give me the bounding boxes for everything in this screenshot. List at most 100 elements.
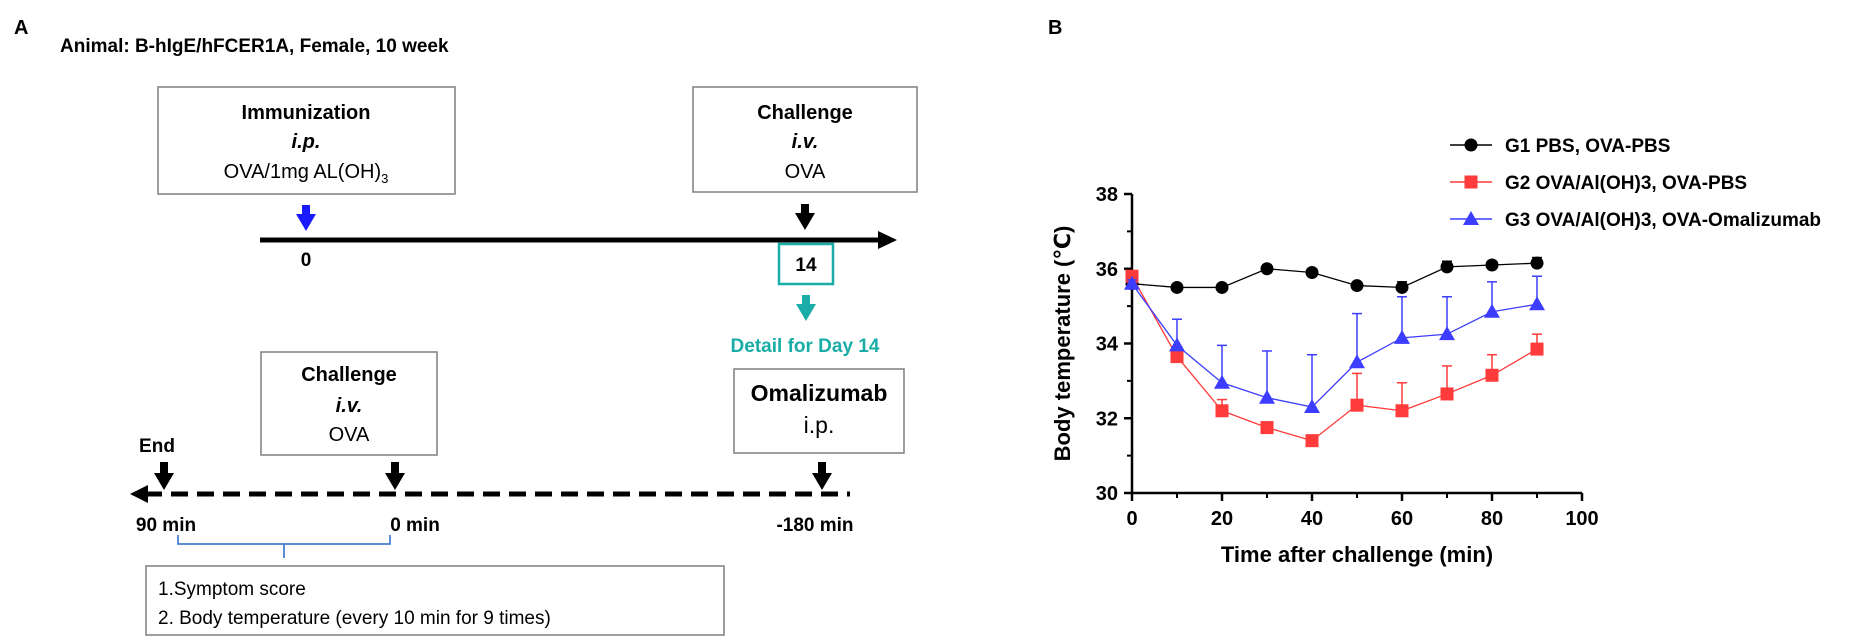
data-point xyxy=(1440,387,1454,401)
panel-b-label: B xyxy=(1048,17,1062,39)
data-point xyxy=(1350,398,1364,412)
series-1 xyxy=(1125,256,1544,294)
data-point xyxy=(1170,280,1184,294)
data-point xyxy=(1350,279,1364,293)
data-point xyxy=(1214,374,1230,389)
challenge-top-box xyxy=(692,86,918,193)
x-ticks: 0 20 40 60 80 100 xyxy=(1126,493,1599,530)
data-point xyxy=(1484,303,1500,318)
challenge-top-agent: OVA xyxy=(785,161,826,183)
legend-label: G1 PBS, OVA-PBS xyxy=(1505,136,1670,157)
day14-box xyxy=(777,242,835,286)
data-point xyxy=(1260,262,1274,276)
immunization-box xyxy=(157,86,456,195)
data-point xyxy=(1530,342,1544,356)
challenge-arrow-shaft xyxy=(391,462,399,475)
legend-marker xyxy=(1464,138,1478,152)
y-tick-label: 34 xyxy=(1096,334,1119,356)
data-point xyxy=(1485,368,1499,382)
body-temperature-chart: 30 32 34 36 38 0 20 40 60 80 100 Time after chall… xyxy=(1050,136,1821,567)
omalizumab-route: i.p. xyxy=(804,412,835,438)
detail-arrow-icon xyxy=(796,304,816,321)
data-point xyxy=(1440,260,1454,274)
data-point xyxy=(1169,337,1185,352)
panel-b: B 30 32 34 36 38 0 20 40 60 80 100 Time after cha… xyxy=(1048,17,1821,567)
y-tick-label: 32 xyxy=(1096,408,1118,430)
immunization-route: i.p. xyxy=(292,131,321,153)
series-line xyxy=(1131,275,1538,442)
data-point xyxy=(1124,275,1140,290)
series-layer xyxy=(1124,256,1545,448)
panel-a-label: A xyxy=(14,17,28,39)
immunization-agent: OVA/1mg AL(OH)3 xyxy=(224,161,389,186)
x-tick-label: 20 xyxy=(1211,508,1233,530)
y-ticks: 30 32 34 36 38 xyxy=(1096,184,1132,505)
legend-marker xyxy=(1464,175,1478,189)
omalizumab-title: Omalizumab xyxy=(751,380,888,406)
detail-caption: Detail for Day 14 xyxy=(731,336,880,357)
omalizumab-arrow-shaft xyxy=(818,462,826,475)
x-tick-label: 40 xyxy=(1301,508,1323,530)
data-point xyxy=(1304,399,1320,414)
data-point xyxy=(1259,389,1275,404)
series-3 xyxy=(1124,275,1545,414)
day14-arrow-shaft xyxy=(801,204,809,215)
data-point xyxy=(1215,280,1229,294)
data-point xyxy=(1485,258,1499,272)
challenge-arrow-icon xyxy=(385,473,405,490)
x-tick-label: 80 xyxy=(1481,508,1503,530)
readout-box xyxy=(145,565,725,636)
y-axis-label: Body temperature (℃) xyxy=(1050,226,1075,462)
series-2 xyxy=(1125,269,1544,448)
end-arrow-icon xyxy=(154,473,174,490)
y-tick-label: 36 xyxy=(1096,259,1118,281)
end-arrow-shaft xyxy=(160,462,168,475)
y-tick-label: 38 xyxy=(1096,184,1118,206)
immunization-title: Immunization xyxy=(242,102,371,124)
readout-bracket xyxy=(177,535,391,545)
timeline-bottom-arrowhead xyxy=(130,485,148,503)
y-tick-label: 30 xyxy=(1096,483,1118,505)
challenge-bottom-title: Challenge xyxy=(301,364,397,386)
x-axis-label: Time after challenge (min) xyxy=(1221,542,1493,567)
legend-label: G2 OVA/Al(OH)3, OVA-PBS xyxy=(1505,173,1747,194)
time-label-0: 0 min xyxy=(390,515,440,536)
data-point xyxy=(1215,404,1229,418)
readout-item-2: 2. Body temperature (every 10 min for 9 … xyxy=(158,608,551,629)
end-label: End xyxy=(139,436,175,457)
data-point xyxy=(1260,421,1274,435)
x-tick-label: 0 xyxy=(1126,508,1137,530)
panel-a: A Animal: B-hIgE/hFCER1A, Female, 10 wee… xyxy=(14,17,918,636)
data-point xyxy=(1305,434,1319,448)
day0-arrow-icon xyxy=(296,214,316,231)
challenge-top-route: i.v. xyxy=(792,131,819,153)
legend: G1 PBS, OVA-PBS G2 OVA/Al(OH)3, OVA-PBS G3… xyxy=(1450,136,1821,231)
omalizumab-box xyxy=(733,368,905,454)
data-point xyxy=(1305,265,1319,279)
challenge-bottom-agent: OVA xyxy=(329,424,370,446)
series-line xyxy=(1131,262,1538,289)
x-tick-label: 100 xyxy=(1565,508,1598,530)
day0-arrow-shaft xyxy=(302,205,310,216)
timeline-top-arrowhead xyxy=(878,231,897,249)
challenge-top-title: Challenge xyxy=(757,102,853,124)
time-label-minus180: -180 min xyxy=(776,515,853,536)
data-point xyxy=(1349,354,1365,369)
detail-arrow-shaft xyxy=(802,295,810,306)
day14-label: 14 xyxy=(795,255,817,276)
challenge-bottom-route: i.v. xyxy=(336,395,363,417)
omalizumab-arrow-icon xyxy=(812,473,832,490)
series-line xyxy=(1131,283,1538,408)
x-tick-label: 60 xyxy=(1391,508,1413,530)
data-point xyxy=(1439,326,1455,341)
data-point xyxy=(1394,329,1410,344)
time-label-90: 90 min xyxy=(136,515,196,536)
data-point xyxy=(1395,404,1409,418)
challenge-bottom-box xyxy=(260,351,438,456)
readout-item-1: 1.Symptom score xyxy=(158,579,306,600)
data-point xyxy=(1529,296,1545,311)
legend-label: G3 OVA/Al(OH)3, OVA-Omalizumab xyxy=(1505,210,1821,231)
day0-label: 0 xyxy=(301,250,312,271)
animal-caption: Animal: B-hIgE/hFCER1A, Female, 10 week xyxy=(60,36,449,57)
